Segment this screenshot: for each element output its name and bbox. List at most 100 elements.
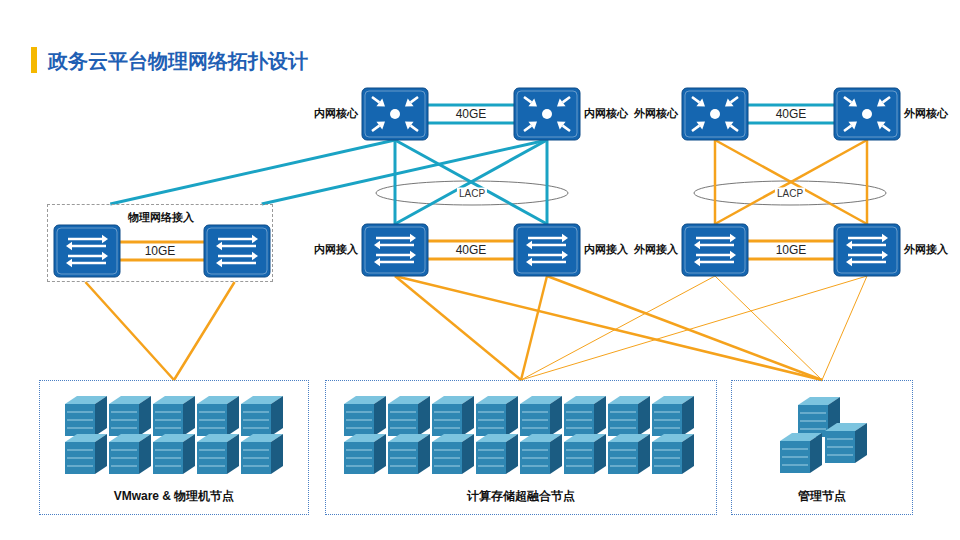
server-slot [522, 420, 548, 421]
server-icon [564, 396, 606, 436]
server-side [462, 396, 474, 436]
arrow-head [374, 241, 380, 249]
server-front [109, 404, 139, 436]
network-link [715, 276, 822, 380]
arrow-shaft [376, 254, 410, 257]
server-slot [566, 450, 592, 451]
server-icon [388, 434, 430, 474]
lacp-ellipse [376, 181, 568, 205]
server-side [418, 434, 430, 474]
server-slot [199, 412, 225, 413]
server-front [432, 442, 462, 474]
network-link [715, 140, 867, 224]
server-front [825, 431, 855, 463]
server-slot [610, 420, 636, 421]
server-slot [654, 458, 680, 459]
switch-label: 外网核心 [634, 107, 678, 120]
server-slot [434, 466, 460, 467]
switch-frame [517, 91, 577, 137]
arrow-head [66, 259, 72, 267]
arrow-shaft [528, 237, 562, 240]
server-slot [199, 428, 225, 429]
network-link [262, 140, 547, 204]
server-slot [155, 428, 181, 429]
arrow-shaft [696, 254, 730, 257]
arrow-shaft [218, 255, 252, 258]
server-slot [434, 420, 460, 421]
arrow-shaft [563, 97, 570, 102]
server-side [139, 396, 151, 436]
server-slot [390, 412, 416, 413]
server-slot [654, 466, 680, 467]
server-slot [199, 466, 225, 467]
lacp-label: LACP [457, 188, 487, 199]
arrow-head [846, 258, 852, 266]
server-front [153, 442, 183, 474]
server-slot [478, 466, 504, 467]
network-link [110, 140, 395, 204]
server-slot [346, 466, 372, 467]
server-slot [67, 450, 93, 451]
server-icon [153, 396, 195, 436]
switch-body [682, 224, 748, 276]
server-icon [520, 434, 562, 474]
access-switch-icon [204, 225, 270, 277]
arrow-head [252, 252, 258, 260]
server-slot [654, 420, 680, 421]
server-front [388, 442, 418, 474]
server-slot [434, 450, 460, 451]
server-front [652, 442, 682, 474]
arrow-head [562, 251, 568, 259]
network-link [428, 241, 514, 259]
server-icon [109, 434, 151, 474]
arrow-shaft [844, 97, 851, 102]
arrow-shaft [532, 261, 566, 264]
arrow-head [526, 258, 532, 266]
server-icon [432, 434, 474, 474]
switch-body [834, 224, 900, 276]
server-front [476, 442, 506, 474]
arrow-shaft [692, 97, 699, 102]
server-slot [654, 450, 680, 451]
server-slot [478, 420, 504, 421]
arrow-shaft [696, 237, 730, 240]
arrow-head [102, 235, 108, 243]
server-slot [827, 455, 853, 456]
network-link [521, 276, 867, 380]
server-front [520, 442, 550, 474]
server-front [153, 404, 183, 436]
core-switch: 外网核心 [834, 88, 900, 140]
arrow-shaft [68, 238, 102, 241]
server-side [418, 396, 430, 436]
server-group: 计算存储超融合节点 [325, 380, 717, 515]
arrow-shaft [848, 237, 882, 240]
server-icon [241, 434, 283, 474]
arrow-shaft [222, 245, 256, 248]
server-front [652, 404, 682, 436]
server-slot [827, 447, 853, 448]
server-slot [199, 458, 225, 459]
arrow-head [730, 251, 736, 259]
server-slot [782, 457, 808, 458]
arrow-shaft [222, 262, 256, 265]
server-icon [65, 396, 107, 436]
server-side [374, 396, 386, 436]
server-icon [564, 434, 606, 474]
server-front [65, 442, 95, 474]
arrow-head [882, 251, 888, 259]
server-icon [825, 423, 867, 463]
switch-frame [57, 228, 117, 274]
server-front [241, 442, 271, 474]
server-side [682, 434, 694, 474]
switch-body [362, 88, 428, 140]
server-front [197, 442, 227, 474]
server-slot [199, 450, 225, 451]
arrow-head [252, 235, 258, 243]
server-slot [243, 466, 269, 467]
arrow-head [526, 241, 532, 249]
server-slot [390, 466, 416, 467]
server-slot [610, 412, 636, 413]
network-link [521, 276, 547, 380]
